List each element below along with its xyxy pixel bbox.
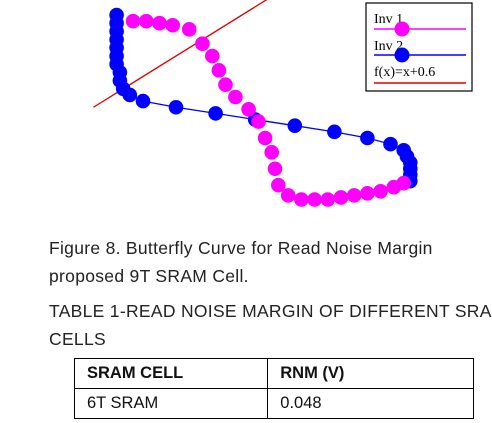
inv-1-point-11 — [251, 114, 266, 129]
table-row: 6T SRAM 0.048 — [73, 388, 474, 419]
inv-2-point-16 — [327, 124, 342, 140]
inv-1-point-12 — [257, 130, 273, 146]
inv-1-point-25 — [396, 175, 412, 191]
legend-label-inv2: Inv 2 — [374, 39, 403, 54]
legend-marker-inv1 — [394, 21, 410, 37]
inv-2-point-17 — [360, 130, 375, 146]
inv-1-point-14 — [267, 161, 283, 177]
inv-1-point-16 — [280, 188, 296, 203]
chart-legend: Inv 1 Inv 2 f(x)=x+0.6 — [365, 2, 473, 92]
inv-1-point-13 — [264, 145, 280, 160]
table-title-line1: TABLE 1-READ NOISE MARGIN OF DIFFERENT S… — [49, 301, 492, 321]
inv-1-point-4 — [181, 22, 197, 37]
inv-1-point-0 — [125, 13, 141, 29]
inv-2-point-12 — [168, 99, 184, 115]
inv-1-point-21 — [346, 188, 362, 203]
inv-1-point-6 — [205, 48, 220, 64]
inv-2-point-18 — [383, 136, 398, 152]
cell-rnm-value: 0.048 — [267, 388, 474, 419]
header-rnm: RNM (V) — [267, 358, 474, 389]
rnm-table: SRAM CELL RNM (V) 6T SRAM 0.048 — [73, 358, 474, 419]
table-title-line2: CELLS — [49, 329, 106, 349]
inv-2-point-15 — [287, 118, 303, 133]
inv-2-point-13 — [208, 106, 223, 121]
header-sram-cell: SRAM CELL — [73, 358, 269, 389]
inv-1-point-7 — [211, 63, 227, 78]
figure-caption-line2: proposed 9T SRAM Cell. — [49, 266, 249, 286]
butterfly-curve-plot: Inv 1 Inv 2 f(x)=x+0.6 — [93, 0, 473, 207]
inv-1-point-10 — [241, 102, 256, 117]
legend-box — [365, 2, 473, 92]
legend-marker-inv2 — [394, 47, 410, 63]
inv-2-point-11 — [135, 93, 151, 109]
inv-1-point-2 — [152, 15, 167, 31]
legend-label-fx: f(x)=x+0.6 — [374, 65, 435, 80]
inv2-series — [109, 7, 418, 189]
inv-1-point-15 — [271, 177, 286, 193]
inv-1-point-17 — [294, 192, 309, 207]
inv1-series — [125, 13, 412, 207]
inv-1-point-20 — [333, 190, 349, 205]
inv-1-point-23 — [373, 184, 388, 199]
inv-1-point-5 — [195, 36, 210, 51]
inv-1-point-18 — [307, 192, 322, 207]
inv-1-point-9 — [228, 89, 243, 105]
inv-1-point-8 — [218, 77, 233, 92]
inv-1-point-1 — [139, 13, 154, 29]
inv-1-point-19 — [320, 192, 336, 207]
table-header-row: SRAM CELL RNM (V) — [73, 358, 474, 389]
inv-1-point-3 — [165, 17, 180, 33]
figure-caption-line1: Figure 8. Butterfly Curve for Read Noise… — [49, 238, 433, 258]
inv-2-point-10 — [122, 87, 138, 103]
legend-label-inv1: Inv 1 — [374, 12, 403, 27]
cell-sram-type: 6T SRAM — [73, 388, 269, 419]
inv-1-point-22 — [360, 186, 375, 201]
